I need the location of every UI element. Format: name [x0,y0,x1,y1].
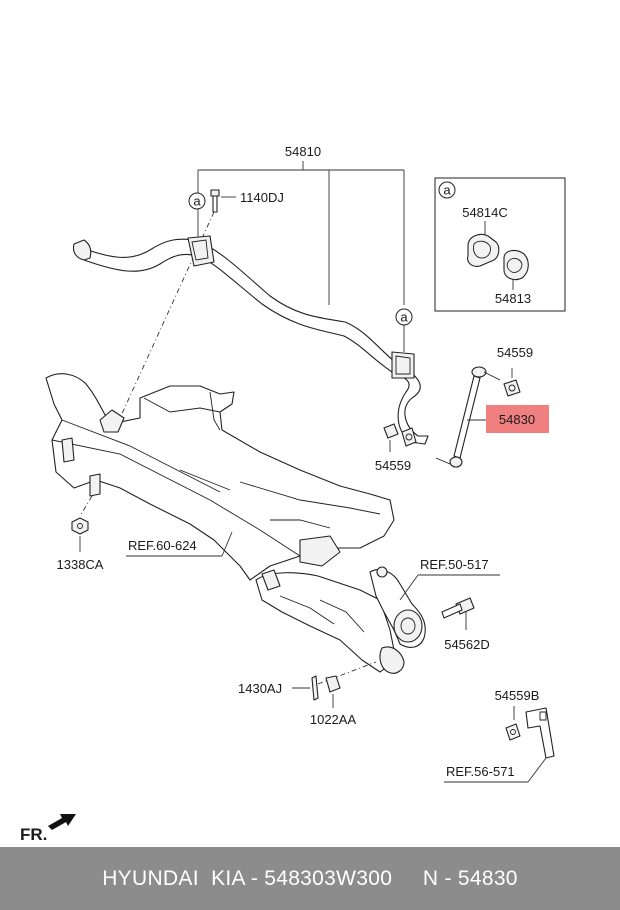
ref-60-624: REF.60-624 [126,531,233,557]
label-54559B: 54559B [495,688,540,703]
highlight-box [486,405,549,433]
marker-a-left: a [193,194,201,209]
front-direction: FR. [20,814,76,844]
detail-box-marker: a [443,183,451,198]
label-54810: 54810 [285,144,321,159]
ref-label-50-517: REF.50-517 [420,557,489,572]
label-54559-left: 54559 [375,458,411,473]
part-number-footer: HYUNDAI KIA - 548303W300 N - 54830 [0,847,620,910]
nut-1338CA: 1338CA [57,495,104,572]
bolt-1140DJ: 1140DJ [109,189,284,441]
bushing-part [467,233,500,267]
ref-label-60-624: REF.60-624 [128,538,197,553]
label-1430AJ: 1430AJ [238,681,282,696]
footer-text: HYUNDAI KIA - 548303W300 N - 54830 [102,867,518,890]
bolt-54562D: 54562D [441,597,490,652]
label-54559-top: 54559 [497,345,533,360]
pin-1430AJ: 1430AJ [238,661,377,701]
ref-50-517: REF.50-517 [399,557,500,601]
ref-label-56-571: REF.56-571 [446,764,515,779]
marker-a-right: a [400,310,408,325]
label-54562D: 54562D [444,637,490,652]
stabilizer-bar-callout: 54810 a a [188,144,413,352]
fr-label: FR. [20,825,47,844]
nut-54559-left: 54559 [375,423,417,473]
label-1140DJ: 1140DJ [240,190,284,205]
label-54814C: 54814C [462,205,508,220]
bracket-part [503,249,529,281]
bushing-detail-box: a 54814C 54813 [434,177,566,312]
stabilizer-link [435,366,501,468]
nut-54559-top: 54559 [497,345,533,397]
highlight-54830: 54830 [467,405,549,433]
bracket-54559B: 54559B REF.56-571 [444,688,555,783]
castle-nut-1022AA: 1022AA [310,675,357,727]
label-54830: 54830 [499,412,535,427]
steering-knuckle [369,566,426,674]
label-1338CA: 1338CA [57,557,104,572]
label-1022AA: 1022AA [310,712,357,727]
front-arrow-icon [48,814,76,830]
label-54813: 54813 [495,291,531,306]
crossmember [45,373,395,581]
lower-control-arm [255,535,397,673]
stabilizer-bar [72,235,429,445]
